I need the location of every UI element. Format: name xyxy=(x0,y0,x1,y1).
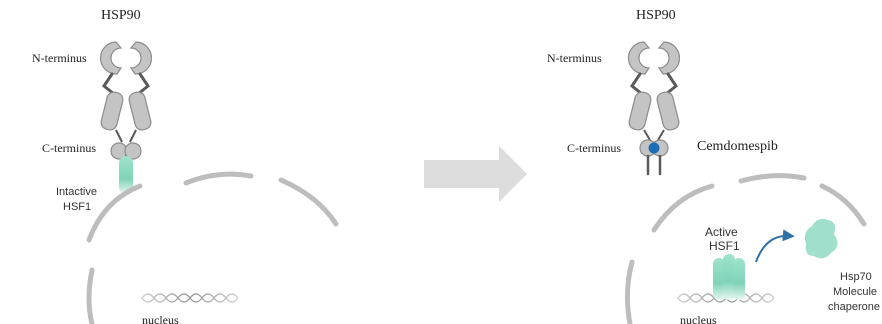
right-middle-domain-left xyxy=(628,91,652,131)
left-n-terminus-label: N-terminus xyxy=(32,51,87,65)
left-nucleus-label: nucleus xyxy=(142,313,179,324)
left-middle-domain-left xyxy=(100,91,124,131)
right-hsp90-title: HSP90 xyxy=(636,8,676,23)
left-n-domain-left xyxy=(99,41,123,75)
left-hsp90-title: HSP90 xyxy=(101,8,141,23)
right-n-terminus-label: N-terminus xyxy=(547,51,602,65)
left-middle-domain-right xyxy=(128,91,152,131)
hsp70-label-line3: chaperone xyxy=(828,301,880,313)
cemdomespib-drug-dot xyxy=(648,142,660,154)
left-n-domain-right xyxy=(129,41,153,75)
right-n-domain-left xyxy=(627,41,651,75)
cemdomespib-label: Cemdomespib xyxy=(697,139,778,154)
hsp70-chaperone-shape xyxy=(804,218,838,259)
transition-arrow xyxy=(424,146,527,202)
right-hsf1-name-label: HSF1 xyxy=(709,239,740,253)
right-hsf1-trimer xyxy=(713,254,745,300)
right-nucleus-label: nucleus xyxy=(680,313,717,324)
right-middle-domain-right xyxy=(656,91,680,131)
hsp70-label-line2: Molecule xyxy=(833,286,877,298)
right-nucleus-envelope xyxy=(624,173,867,324)
hsp70-label: Hsp70 xyxy=(840,271,872,283)
left-c-domain-right xyxy=(124,142,142,160)
left-dna-helix xyxy=(141,293,239,303)
right-hsp90-protein xyxy=(627,41,681,176)
induction-curved-arrow xyxy=(755,229,795,263)
left-nucleus-envelope xyxy=(86,171,339,324)
left-hsp90-protein xyxy=(99,41,153,160)
right-n-domain-right xyxy=(657,41,681,75)
left-hsf1-shape xyxy=(119,156,133,194)
left-panel: HSP90 N-terminus C-terminus Intactive HS… xyxy=(32,8,339,324)
left-hsf1-name-label: HSF1 xyxy=(63,201,91,213)
left-hsf1-state-label: Intactive xyxy=(56,186,97,198)
right-hsf1-state-label: Active xyxy=(705,225,738,239)
left-c-terminus-label: C-terminus xyxy=(42,141,96,155)
right-panel: HSP90 N-terminus C-terminus Cemdomespib xyxy=(547,8,880,324)
right-c-terminus-label: C-terminus xyxy=(567,141,621,155)
